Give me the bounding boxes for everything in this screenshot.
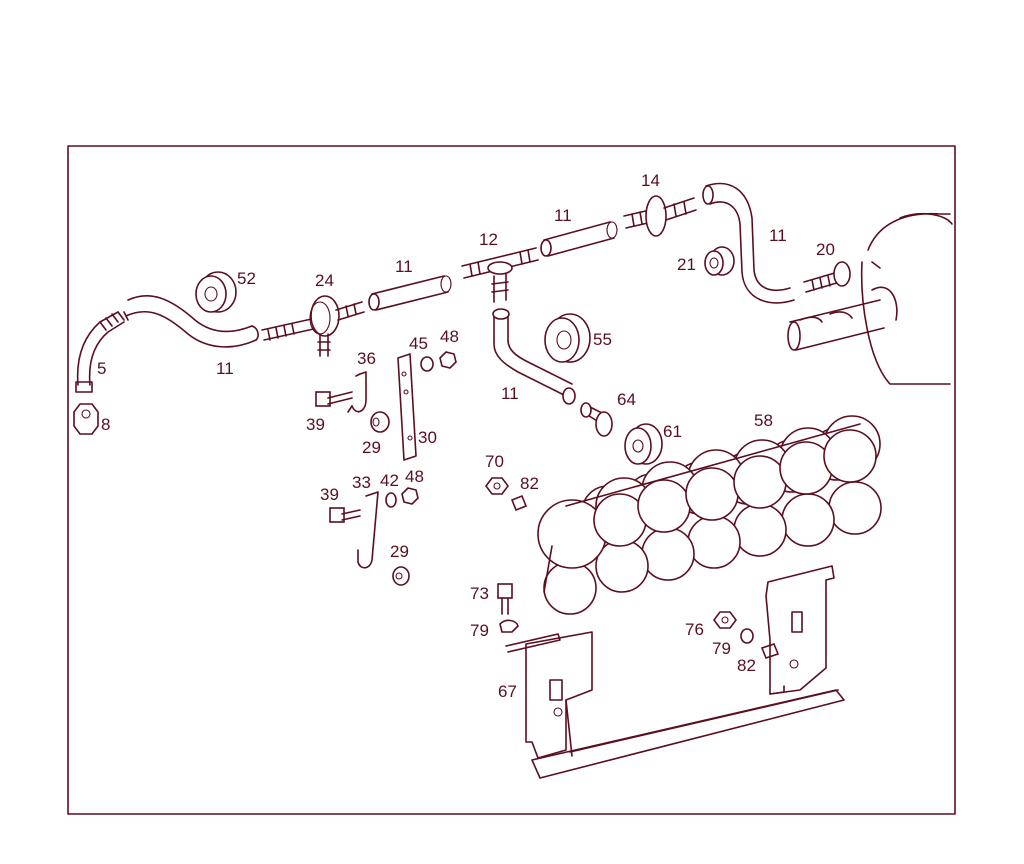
label-11: 11 — [395, 257, 413, 276]
part-11-hose-right — [702, 182, 795, 304]
bolt-73-washer-79 — [497, 583, 519, 633]
label-45: 45 — [409, 334, 428, 353]
label-76: 76 — [685, 620, 704, 639]
label-36: 36 — [357, 349, 376, 368]
label-58: 58 — [754, 411, 773, 430]
label-21: 21 — [677, 255, 696, 274]
label-12: 12 — [479, 230, 498, 249]
label-11: 11 — [769, 226, 787, 245]
label-8: 8 — [101, 415, 110, 434]
label-61: 61 — [663, 422, 682, 441]
label-82: 82 — [737, 656, 756, 675]
part-52-grommet — [195, 271, 237, 313]
nut-76-washer-79-sleeve-82 — [713, 611, 780, 659]
label-64: 64 — [617, 390, 636, 409]
label-73: 73 — [470, 584, 489, 603]
label-42: 42 — [380, 471, 399, 490]
callout-labels: 5 8 11 52 24 11 12 11 14 11 20 21 55 11 … — [97, 171, 835, 701]
diagram-frame — [67, 145, 956, 815]
part-11-tube-bent — [492, 308, 576, 405]
part-11-hose-left — [125, 295, 259, 348]
part-11-tube-a — [368, 275, 452, 311]
bracket-group-upper — [315, 351, 457, 461]
part-58-reservoir — [537, 415, 882, 615]
label-48: 48 — [440, 327, 459, 346]
part-61-grommet — [624, 423, 663, 465]
part-20-fitting — [803, 261, 851, 293]
part-12-t-connector — [461, 247, 539, 303]
label-30: 30 — [418, 428, 437, 447]
part-14-check-valve — [623, 195, 697, 237]
label-29: 29 — [362, 438, 381, 457]
housing-right — [787, 212, 953, 385]
label-39: 39 — [306, 415, 325, 434]
label-79: 79 — [712, 639, 731, 658]
part-21-grommet — [704, 246, 735, 276]
label-14: 14 — [641, 171, 660, 190]
label-5: 5 — [97, 359, 106, 378]
part-5-hose-fitting — [75, 311, 129, 393]
part-8-nut — [73, 403, 99, 435]
label-82: 82 — [520, 474, 539, 493]
label-52: 52 — [237, 269, 256, 288]
part-67-mounting-bracket — [505, 565, 845, 779]
part-24-check-valve — [261, 295, 365, 357]
label-11: 11 — [501, 384, 519, 403]
label-20: 20 — [816, 240, 835, 259]
label-67: 67 — [498, 682, 517, 701]
label-11: 11 — [216, 359, 234, 378]
bracket-group-lower — [329, 487, 419, 586]
label-79: 79 — [470, 621, 489, 640]
nut-70-sleeve-82 — [485, 477, 528, 512]
label-29: 29 — [390, 542, 409, 561]
label-11: 11 — [554, 206, 572, 225]
label-48: 48 — [405, 467, 424, 486]
label-55: 55 — [593, 330, 612, 349]
label-33: 33 — [352, 473, 371, 492]
part-64-fitting — [580, 402, 613, 437]
label-39: 39 — [320, 485, 339, 504]
label-70: 70 — [485, 452, 504, 471]
label-24: 24 — [315, 271, 334, 290]
part-55-grommet — [544, 313, 591, 363]
part-11-tube-b — [540, 221, 618, 257]
